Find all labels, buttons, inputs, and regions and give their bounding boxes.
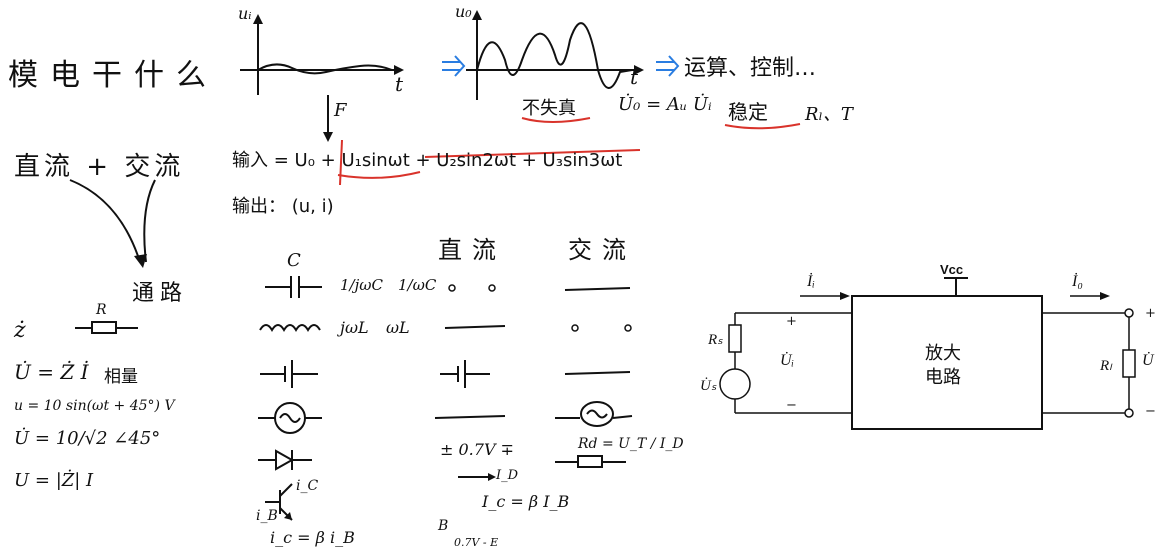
ind-impedance: jωL [340, 318, 369, 337]
col-dc: 直流 [438, 236, 506, 264]
us-label: U̇ₛ [700, 378, 717, 394]
rl-t: Rₗ、T [805, 104, 853, 125]
vbe-label: 0.7V - E [454, 536, 499, 549]
title: 模电干什么 [8, 58, 218, 93]
plus-sign-right: + [1145, 306, 1156, 321]
u-phasor: U̇ = 10/√2 ∠45° [14, 428, 161, 449]
dynamic-resistance: Rd = U_T / I_D [578, 436, 684, 452]
ohm-law: U̇ = Ż İ [14, 360, 89, 384]
uo-axis-label: u₀ [455, 2, 472, 21]
diode-current: I_D [496, 468, 519, 483]
z-label: ż [14, 318, 26, 343]
ib-label: i_B [256, 508, 278, 524]
col-ac: 交流 [568, 236, 636, 264]
amplifier-label: 放大 电路 [925, 343, 961, 388]
ic-label: i_C [296, 478, 319, 494]
input-eq: 输入 = U₀ + U₁sinωt + U₂sin2ωt + U₃sin3ωt [232, 150, 623, 171]
minus-sign-right: − [1145, 404, 1156, 419]
diode-voltage: ± 0.7V ∓ [440, 440, 514, 459]
f-label: F [334, 100, 347, 121]
stable: 稳定 [728, 100, 768, 124]
u-expression: u = 10 sin(ωt + 45°) V [14, 398, 175, 414]
uo-label: U̇ [1142, 352, 1154, 369]
gain-eq: U̇₀ = Aᵤ U̇ᵢ [618, 94, 712, 115]
r-label: R [96, 302, 107, 318]
plus-sign: + [786, 314, 797, 329]
cap-c-label: C [287, 250, 301, 271]
ind-magnitude: ωL [386, 318, 410, 337]
no-distortion: 不失真 [522, 98, 576, 119]
rl-label: Rₗ [1100, 358, 1112, 374]
ic-equation: i_c = β i_B [270, 528, 355, 547]
u-magnitude: U = |Ż| I [14, 470, 94, 491]
cap-impedance: 1/jωC [340, 276, 383, 294]
path-label: 通路 [132, 281, 189, 306]
t-label-2: t [630, 65, 639, 89]
rs-label: Rₛ [708, 332, 723, 348]
output-eq: 输出： (u, i) [232, 196, 334, 217]
output-current-label: İ₀ [1072, 273, 1083, 290]
dc-plus-ac: 直流 + 交流 [14, 152, 185, 182]
dc-ic-equation: I_c = β I_B [482, 492, 570, 511]
cap-magnitude: 1/ωC [398, 276, 437, 294]
input-current-label: İᵢ [807, 273, 815, 290]
base-label: B [438, 518, 449, 534]
ui-axis-label: uᵢ [238, 4, 252, 23]
ui-label: U̇ᵢ [780, 352, 795, 369]
phasor-label: 相量 [104, 367, 138, 387]
minus-sign: − [786, 398, 797, 413]
t-label-1: t [395, 72, 404, 96]
applications: 运算、控制… [684, 56, 817, 81]
vcc-label: Vcc [940, 262, 964, 277]
